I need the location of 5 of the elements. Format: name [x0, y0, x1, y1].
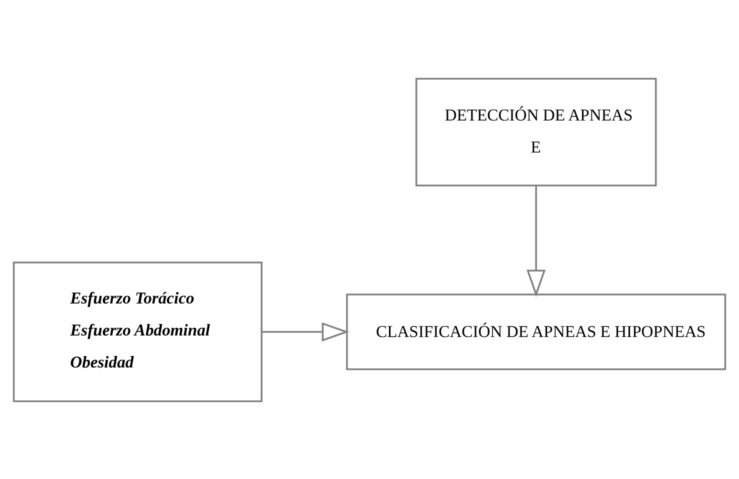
arrow — [262, 322, 350, 341]
node-box: CLASIFICACIÓN DE APNEAS E HIPOPNEAS — [346, 293, 726, 370]
arrow — [526, 185, 546, 297]
node-box: DETECCIÓN DE APNEAS E — [415, 77, 657, 186]
node-box: Esfuerzo Torácico Esfuerzo Abdominal Obesidad — [12, 261, 262, 402]
